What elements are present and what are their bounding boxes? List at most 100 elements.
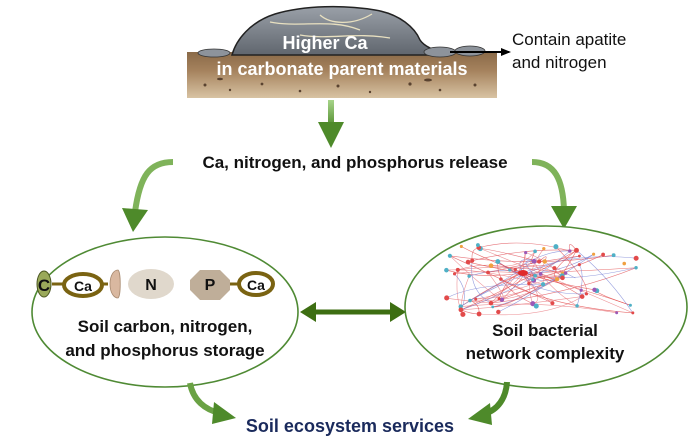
network-edge [529, 248, 545, 304]
bottom-arrow-right-head [468, 403, 492, 425]
network-node [577, 263, 581, 267]
bottom-arrow-left-head [212, 402, 236, 424]
network-node [531, 278, 535, 282]
rock-label-line1: Higher Ca [282, 33, 368, 53]
right-node-ellipse [404, 225, 688, 389]
network-node [476, 243, 480, 247]
network-node [536, 259, 542, 264]
release-label: Ca, nitrogen, and phosphorus release [202, 153, 507, 172]
network-edge [491, 251, 536, 267]
network-node [444, 295, 450, 301]
network-node [513, 267, 517, 272]
carbon-icon [36, 270, 52, 298]
network-edge [490, 267, 637, 304]
network-node [540, 282, 546, 287]
parent-material-illustration: Higher Ca in carbonate parent materials [187, 5, 497, 98]
network-edge [479, 296, 583, 316]
network-node [552, 266, 557, 271]
network-node [499, 297, 505, 302]
network-node [444, 267, 449, 273]
network-node [458, 304, 463, 309]
curved-arrow-left-head [122, 208, 148, 232]
network-node [538, 272, 543, 276]
network-node [488, 300, 494, 306]
network-node [458, 307, 464, 313]
network-node [553, 244, 559, 250]
network-node [611, 253, 616, 258]
right-node: Soil bacterial network complexity [404, 225, 688, 389]
network-node [563, 271, 568, 275]
calcium-label-2: Ca [247, 277, 265, 293]
network-edge [446, 269, 544, 285]
network-node [574, 247, 579, 253]
network-node [467, 274, 471, 278]
rock-label-line2: in carbonate parent materials [216, 59, 467, 79]
network-node [447, 253, 452, 258]
network-edge [449, 255, 500, 299]
network-node [579, 294, 585, 299]
network-edge [565, 272, 576, 279]
phosphorus-label: P [205, 277, 216, 294]
network-node [508, 268, 512, 272]
network-node [488, 263, 494, 269]
left-node-ellipse [31, 236, 299, 388]
network-edge [460, 250, 570, 311]
network-node [633, 255, 639, 261]
left-node: C Ca N P Ca Soil carbon, nitrogen, and p… [31, 236, 299, 388]
bottom-label: Soil ecosystem services [246, 416, 454, 436]
curved-arrow-left [132, 159, 174, 213]
curved-arrow-right [531, 159, 567, 211]
network-edge [515, 250, 570, 270]
nitrogen-icon [128, 269, 174, 299]
network-node [592, 287, 597, 292]
network-node [542, 247, 546, 251]
left-node-line2: and phosphorus storage [65, 341, 264, 360]
network-edge [460, 250, 577, 311]
network-node [495, 259, 501, 265]
network-node [533, 303, 539, 309]
network-edge [460, 296, 583, 311]
network-edge [498, 253, 594, 313]
network-node [455, 267, 460, 272]
network-node [533, 273, 538, 278]
network-node [527, 281, 531, 286]
network-node [524, 251, 528, 255]
network-edge [480, 248, 540, 262]
network-edge [528, 283, 587, 295]
calcium-ring-icon-2 [237, 271, 275, 297]
down-arrow-top [318, 100, 344, 148]
network-edge [576, 250, 634, 314]
network-node [476, 311, 482, 317]
network-node [497, 297, 501, 301]
network-node [459, 244, 463, 249]
network-node [468, 298, 472, 303]
soil-layer [187, 52, 497, 98]
network-edge [446, 269, 524, 276]
network-node [615, 311, 619, 315]
network-node [634, 266, 638, 270]
network-node [622, 261, 627, 266]
network-edge [480, 248, 633, 314]
network-edge [497, 261, 534, 281]
network-hub-node [518, 270, 528, 276]
network-node [496, 309, 501, 315]
network-edge [522, 256, 637, 274]
network-node [531, 258, 537, 264]
network-node [568, 249, 572, 253]
network-node [584, 292, 589, 296]
annotation-line2: and nitrogen [512, 53, 607, 72]
network-node [499, 277, 503, 281]
network-node [577, 254, 581, 258]
right-node-line1: Soil bacterial [492, 321, 598, 340]
network-edge [525, 260, 536, 276]
network-edge [449, 255, 553, 304]
network-node [486, 270, 490, 275]
calcium-label-1: Ca [74, 278, 92, 294]
annotation-line1: Contain apatite [512, 30, 626, 49]
network-edge [475, 272, 566, 300]
network-node [542, 259, 547, 264]
carbon-label: C [38, 276, 50, 295]
network-edge [478, 242, 570, 252]
mineral-fragment-icon [109, 269, 121, 299]
